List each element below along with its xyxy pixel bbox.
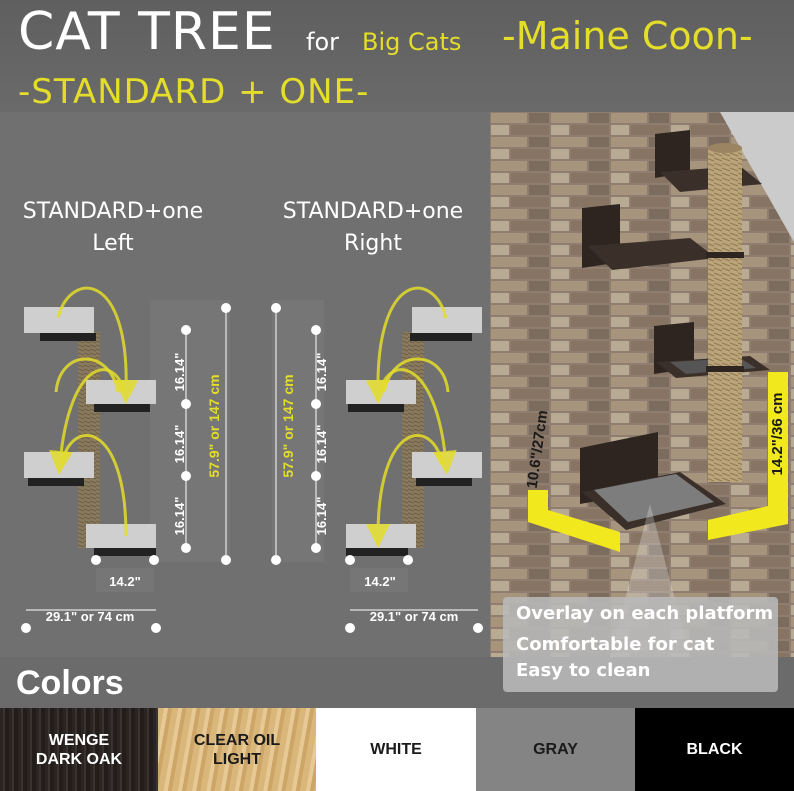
- left-total-height-label: 57.9" or 147 cm: [206, 374, 222, 477]
- swatch-label: DARK OAK: [35, 750, 123, 768]
- depth-bracket: [528, 490, 620, 552]
- right-diagram: 57.9" or 147 cm 16.14" 16.14" 16.14" 14.…: [271, 286, 483, 633]
- right-total-height-label: 57.9" or 147 cm: [280, 374, 296, 477]
- photo-platform-2: [582, 204, 716, 270]
- left-segment-label-1: 16.14": [172, 353, 187, 392]
- left-heading-line1: STANDARD+one: [22, 199, 204, 224]
- left-dim-dot: [181, 399, 191, 409]
- right-dim-dot: [311, 471, 321, 481]
- dimension-diagram: 16.14" 16.14" 16.14" 57.9" or 147 cm 14.…: [21, 286, 483, 633]
- right-jump-arrow-2: [382, 357, 450, 393]
- photo-platform-bottom: [580, 432, 726, 530]
- left-segment-label-3: 16.14": [172, 497, 187, 536]
- right-jump-arrow-3: [378, 368, 457, 475]
- left-dim-dot: [221, 303, 231, 313]
- title-breed: -Maine Coon-: [502, 14, 753, 58]
- right-dim-dot: [311, 325, 321, 335]
- feature-comfort: Comfortable for cat: [516, 634, 715, 655]
- left-jump-arrow-2: [54, 357, 120, 393]
- swatch-gray[interactable]: GRAY: [476, 708, 635, 791]
- left-heading-line2: Left: [92, 231, 134, 256]
- left-dim-dot: [181, 471, 191, 481]
- swatch-black[interactable]: BLACK: [635, 708, 794, 791]
- right-platform-1: [410, 307, 482, 341]
- stone-wall: [490, 112, 794, 657]
- feature-overlay: Overlay on each platform: [516, 603, 774, 624]
- right-jump-arrow-4: [366, 433, 444, 548]
- overlay-feature-box: Overlay on each platform Comfortable for…: [503, 597, 778, 692]
- left-total-width-label: 29.1" or 74 cm: [46, 609, 135, 624]
- right-dim-dot: [345, 555, 355, 565]
- swatch-label: LIGHT: [213, 750, 261, 768]
- header: CAT TREE for Big Cats -Maine Coon- -STAN…: [0, 0, 794, 112]
- swatch-label: CLEAR OIL: [193, 731, 281, 749]
- swatch-label: WENGE: [48, 731, 110, 749]
- page-title: CAT TREE: [18, 2, 276, 62]
- swatch-wenge[interactable]: WENGE DARK OAK: [0, 708, 158, 791]
- right-heading-line1: STANDARD+one: [282, 199, 464, 224]
- ceiling-corner: [720, 112, 794, 242]
- product-photo: 10.6"/27cm 14.2"/36 cm: [490, 112, 794, 657]
- swatch-label: BLACK: [686, 741, 743, 758]
- left-dim-dot: [221, 555, 231, 565]
- colors-title: Colors: [16, 664, 124, 702]
- right-platform-4: [346, 524, 416, 556]
- left-dim-dot: [21, 623, 31, 633]
- title-variant: -STANDARD + ONE-: [18, 72, 370, 112]
- photo-illustration: 10.6"/27cm 14.2"/36 cm: [490, 112, 794, 657]
- left-platform-width-label: 14.2": [109, 574, 140, 589]
- left-jump-arrow-4: [49, 368, 126, 475]
- right-dim-dot: [271, 555, 281, 565]
- right-dim-dot: [345, 623, 355, 633]
- right-dim-dot: [311, 399, 321, 409]
- swatch-white[interactable]: WHITE: [316, 708, 476, 791]
- right-segment-label-2: 16.14": [314, 425, 329, 464]
- right-dim-dot: [473, 623, 483, 633]
- left-dim-dot: [149, 555, 159, 565]
- swatch-clear-oil[interactable]: CLEAR OIL LIGHT: [158, 708, 316, 791]
- right-dim-dot: [271, 303, 281, 313]
- left-segment-label-2: 16.14": [172, 425, 187, 464]
- right-segment-label-3: 16.14": [314, 497, 329, 536]
- right-dim-dot: [403, 555, 413, 565]
- right-heading-line2: Right: [344, 231, 402, 256]
- right-total-width-label: 29.1" or 74 cm: [370, 609, 459, 624]
- width-label: 14.2"/36 cm: [769, 392, 786, 475]
- right-segment-label-1: 16.14": [314, 353, 329, 392]
- right-diagram-heading: STANDARD+one Right: [260, 196, 486, 260]
- right-platform-3: [412, 452, 482, 486]
- width-bracket: [708, 372, 788, 540]
- left-dim-dot: [181, 543, 191, 553]
- feature-clean: Easy to clean: [516, 660, 651, 681]
- left-dim-dot: [181, 325, 191, 335]
- left-height-band: [150, 300, 230, 562]
- left-diagram-heading: STANDARD+one Left: [0, 196, 226, 260]
- left-jump-arrow-1: [56, 286, 139, 404]
- left-dim-dot: [151, 623, 161, 633]
- color-swatches: WENGE DARK OAK CLEAR OIL LIGHT WHITE GRA…: [0, 708, 794, 791]
- left-platform-4: [86, 524, 156, 556]
- diagram-panel: STANDARD+one Left STANDARD+one Right: [0, 112, 490, 657]
- right-height-band: [272, 300, 324, 562]
- right-platform-width-label: 14.2": [364, 574, 395, 589]
- left-jump-arrow-3: [60, 433, 128, 537]
- left-dim-dot: [91, 555, 101, 565]
- photo-scratching-post: [708, 148, 742, 482]
- swatch-label: GRAY: [533, 741, 578, 758]
- title-for: for: [306, 28, 339, 56]
- title-audience: Big Cats: [362, 28, 462, 56]
- swatch-label: WHITE: [370, 741, 422, 758]
- right-jump-arrow-1: [365, 286, 448, 404]
- left-diagram: 16.14" 16.14" 16.14" 57.9" or 147 cm 14.…: [21, 286, 231, 633]
- right-dim-dot: [311, 543, 321, 553]
